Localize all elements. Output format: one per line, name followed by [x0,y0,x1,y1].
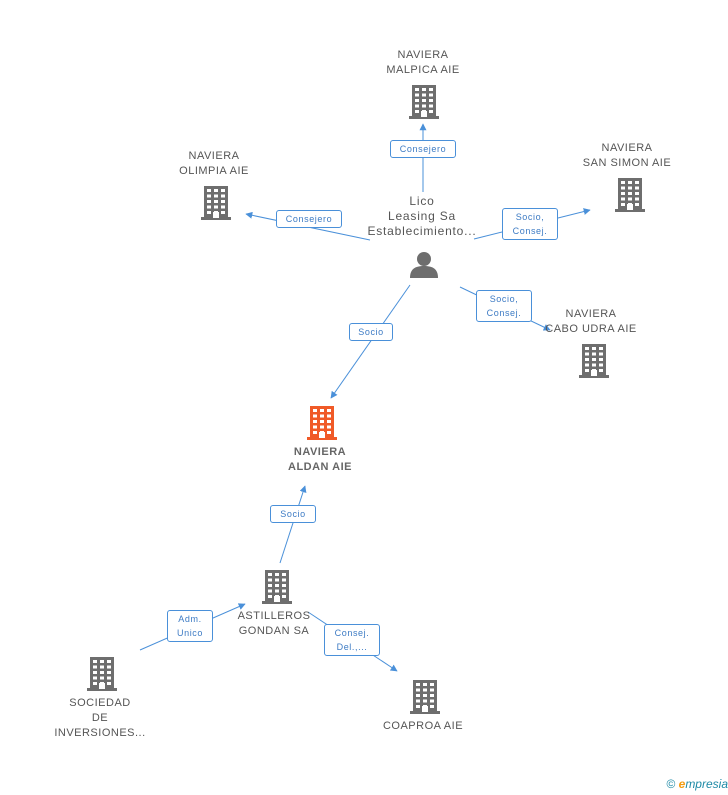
copyright-icon: © [666,777,676,791]
edge-label-consejero-malpica[interactable]: Consejero [390,140,456,158]
node-label-line1: COAPROA AIE [382,720,464,732]
edge-label-text: Adm. [178,614,202,624]
edge-label-consej-del[interactable]: Consej. Del.,... [324,624,380,656]
edge-label-text: Socio, [489,294,519,304]
node-label-line2: ALDAN AIE [288,461,352,473]
node-label-line2: OLIMPIA AIE [179,165,249,177]
edge-label-text: Consejero [399,144,447,154]
empresia-footer[interactable]: © empresia [666,777,728,791]
node-label-line2: Leasing Sa [387,209,457,223]
building-icon[interactable] [409,85,439,119]
building-icon[interactable] [579,344,609,378]
edge-label-adm-unico[interactable]: Adm. Unico [167,610,213,642]
node-label-line1: Lico [409,194,435,208]
building-icon[interactable] [262,570,292,604]
edge-label-consejero-olimpia[interactable]: Consejero [276,210,342,228]
node-label-line2: SAN SIMON AIE [582,157,672,169]
edge-label-socio-cabo-udra[interactable]: Socio, Consej. [476,290,532,322]
node-naviera-malpica[interactable]: NAVIERA MALPICA AIE [373,48,473,78]
building-icon[interactable] [307,406,337,440]
building-icon[interactable] [87,657,117,691]
building-icon[interactable] [615,178,645,212]
node-label-line1: NAVIERA [601,142,653,154]
node-sociedad-de-inversiones[interactable]: SOCIEDAD DE INVERSIONES... [50,696,150,741]
node-label-line1: ASTILLEROS [237,610,311,622]
node-label-line2: CABO UDRA AIE [545,323,637,335]
edge-label-text: Socio [358,327,384,337]
building-icon[interactable] [410,680,440,714]
node-naviera-olimpia[interactable]: NAVIERA OLIMPIA AIE [164,149,264,179]
edge-label-text: Socio, [515,212,545,222]
node-label-line3: Establecimiento... [367,224,477,238]
node-label-line3: INVERSIONES... [54,727,146,739]
person-icon[interactable] [410,252,438,278]
node-label-line1: SOCIEDAD [69,697,131,709]
node-label-line1: NAVIERA [397,49,449,61]
empresia-logo: empresia [678,777,728,791]
node-astilleros-gondan[interactable]: ASTILLEROS GONDAN SA [224,609,324,639]
edge-label-socio-main[interactable]: Socio [349,323,393,341]
edge-label-socio-san-simon[interactable]: Socio, Consej. [502,208,558,240]
edge-label-text: Consejero [285,214,333,224]
node-naviera-cabo-udra[interactable]: NAVIERA CABO UDRA AIE [541,307,641,337]
edge-label-text: Socio [280,509,306,519]
edge-label-text: Unico [176,628,203,638]
edge-label-text: Consej. [486,308,522,318]
edge-label-text: Consej. [334,628,370,638]
building-icon[interactable] [201,186,231,220]
edge-label-text: Del.,... [336,642,368,652]
node-label-line1: NAVIERA [565,308,617,320]
node-label-line1: NAVIERA [293,446,347,458]
node-naviera-san-simon[interactable]: NAVIERA SAN SIMON AIE [577,141,677,171]
node-naviera-aldan-main[interactable]: NAVIERA ALDAN AIE [270,445,370,475]
node-coaproa[interactable]: COAPROA AIE [373,719,473,734]
edge-line-astilleros [279,485,307,564]
node-label-line2: GONDAN SA [238,625,310,637]
edge-label-socio-astilleros[interactable]: Socio [270,505,316,523]
node-person-lico-leasing[interactable]: Lico Leasing Sa Establecimiento... [362,194,482,239]
edge-label-text: Consej. [512,226,548,236]
node-label-line2: MALPICA AIE [386,64,460,76]
node-label-line2: DE [91,712,109,724]
node-label-line1: NAVIERA [188,150,240,162]
edge-line-main [330,284,411,399]
